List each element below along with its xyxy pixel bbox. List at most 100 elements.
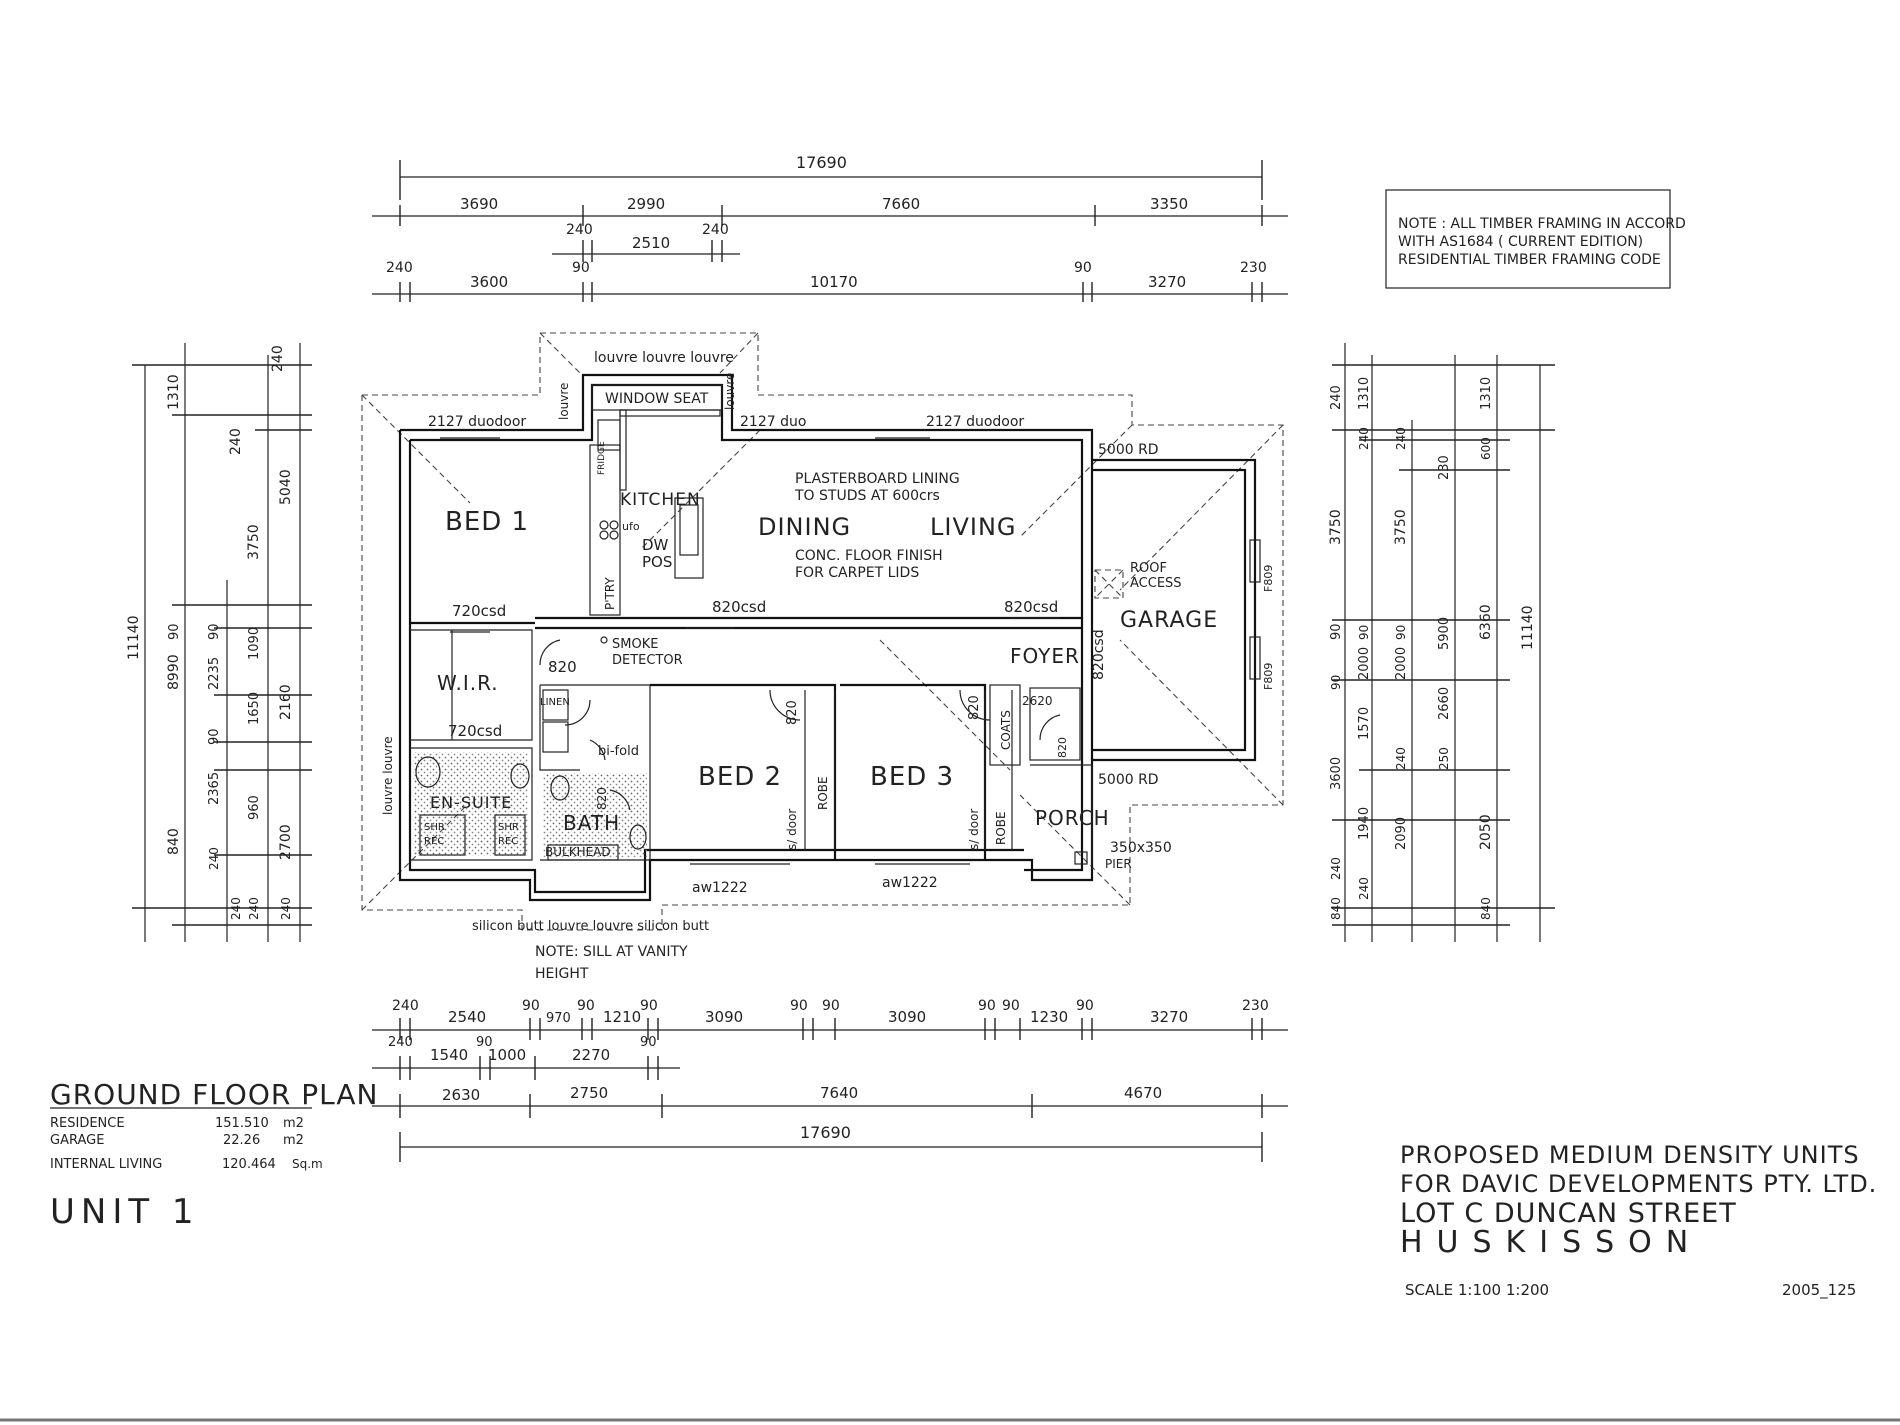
label-window-f809-b: F809 [1262,663,1275,690]
project-line-3: LOT C DUNCAN STREET [1400,1198,1737,1229]
dim-right-12: 2000 [1357,647,1372,680]
label-pier-size: 350x350 [1110,840,1172,856]
dim-bottom-r1-10: 3090 [888,1008,926,1026]
label-d820-1: 820 [548,658,577,676]
label-smoke-detector-1: SMOKE [612,637,658,652]
label-pantry: P'TRY [603,577,617,610]
dim-right-20: 3600 [1329,757,1344,790]
label-fridge: FRIDGE [597,441,607,475]
garage-value: 22.26 [223,1133,260,1148]
room-garage: GARAGE [1120,608,1218,633]
room-foyer: FOYER [1010,644,1080,668]
dim-right-11: 90 [1329,623,1344,640]
residence-unit: m2 [283,1116,304,1131]
dim-bottom-r1-11: 90 [978,998,996,1014]
dim-bottom-r2-0: 240 [388,1035,413,1050]
label-sill-note-1: NOTE: SILL AT VANITY [535,944,688,960]
dim-bottom-r3-1: 2750 [570,1084,608,1102]
label-plasterboard-1: PLASTERBOARD LINING [795,471,960,487]
dim-bottom-r3-0: 2630 [442,1086,480,1104]
dim-left-17: 840 [166,828,182,855]
framing-note-line-3: RESIDENTIAL TIMBER FRAMING CODE [1398,252,1661,268]
dim-bottom-r1-2: 90 [522,998,540,1014]
bottom-dimensions: 240 2540 90 970 90 1210 90 3090 90 90 30… [372,998,1288,1162]
dim-right-17: 90 [1329,675,1343,690]
label-d820-3: 820 [967,695,982,720]
room-window-seat: WINDOW SEAT [605,391,709,407]
label-louvre-left: louvre [557,383,571,420]
dim-right-14: 5900 [1437,617,1452,650]
dim-top-r3-6: 230 [1240,260,1267,276]
dim-left-11: 90 [207,623,222,640]
dim-left-3: 5040 [278,469,294,505]
label-bifold: bi-fold [598,744,639,759]
dim-bottom-r1-3: 970 [546,1011,571,1026]
dim-right-18: 1570 [1357,707,1372,740]
label-louvre-top: louvre louvre louvre [594,350,734,366]
label-plasterboard-2: TO STUDS AT 600crs [794,488,940,504]
label-shr-2: SHR [498,822,519,833]
label-pos: POS [642,553,672,571]
garage-label: GARAGE [50,1133,104,1148]
dim-right-22: 250 [1437,747,1451,770]
dim-top-r2-2: 240 [702,222,729,238]
label-sill-note-2: HEIGHT [535,966,589,982]
label-d2620: 2620 [1022,694,1053,708]
dim-left-15: 960 [247,795,262,820]
left-dimensions: 240 1310 240 5040 3750 11140 8990 90 223… [126,343,312,942]
dim-top-r3-5: 3270 [1148,273,1186,291]
label-garage-door-bottom: 5000 RD [1098,772,1159,788]
dim-bottom-r2-3: 1000 [488,1046,526,1064]
label-aw1222-b: aw1222 [882,875,938,891]
dim-right-2: 240 [1357,427,1371,450]
dim-bottom-r3-3: 4670 [1124,1084,1162,1102]
roof-outline [361,332,1284,931]
dim-right-21: 240 [1394,747,1408,770]
dim-left-18: 240 [207,847,221,870]
dim-right-29: 840 [1479,897,1493,920]
dim-top-r3-3: 10170 [810,273,858,291]
dim-right-1: 1310 [1357,377,1372,410]
dim-left-5: 11140 [126,615,142,660]
dim-left-12: 1650 [247,692,262,725]
dim-bottom-r2-4: 2270 [572,1046,610,1064]
project-line-4: HUSKISSON [1400,1225,1702,1260]
dim-left-13: 90 [207,728,222,745]
internal-living-unit: Sq.m [292,1157,323,1171]
right-dimensions: 240 1310 240 240 3750 3750 230 600 1310 … [1328,343,1555,942]
label-ufo: ufo [622,520,640,533]
dim-left-8: 2235 [207,657,222,690]
label-door-2127-c: 2127 duodoor [926,414,1024,430]
dim-right-19: 2660 [1437,687,1452,720]
dim-right-16: 90 [1394,625,1408,640]
internal-living-value: 120.464 [222,1157,276,1172]
dim-top-r2-1: 2510 [632,234,670,252]
dim-top-r3-1: 3600 [470,273,508,291]
dim-right-26: 240 [1329,857,1343,880]
label-linen: LINEN [540,697,570,708]
room-bed-1: BED 1 [445,507,529,537]
label-window-f809-a: F809 [1262,565,1275,592]
dim-bottom-r1-16: 230 [1242,998,1269,1014]
dim-left-16: 2700 [278,824,294,860]
label-louvre-ensuite: louvre louvre [381,736,395,815]
top-dimensions: 17690 3690 2990 7660 3350 240 2510 240 2… [372,153,1288,302]
dim-bottom-r1-8: 90 [790,998,808,1014]
garage-unit: m2 [283,1133,304,1148]
dim-right-25: 2050 [1478,814,1494,850]
dim-right-13: 2000 [1394,647,1409,680]
dim-top-r1-1: 2990 [627,195,665,213]
dim-left-2: 240 [228,428,244,455]
label-door-820-a: 820csd [712,598,766,616]
label-door-820-c: 820csd [1091,629,1107,680]
framing-note-line-2: WITH AS1684 ( CURRENT EDITION) [1398,234,1643,250]
plan-title-block: GROUND FLOOR PLAN RESIDENCE 151.510 m2 G… [50,1078,378,1232]
room-bath: BATH [563,811,620,835]
dim-left-21: 240 [279,897,293,920]
dim-bottom-r1-9: 90 [822,998,840,1014]
plan-title: GROUND FLOOR PLAN [50,1078,378,1111]
framing-note-line-1: NOTE : ALL TIMBER FRAMING IN ACCORD [1398,216,1686,232]
project-scale: SCALE 1:100 1:200 [1405,1281,1549,1299]
dim-left-1: 1310 [166,374,182,410]
